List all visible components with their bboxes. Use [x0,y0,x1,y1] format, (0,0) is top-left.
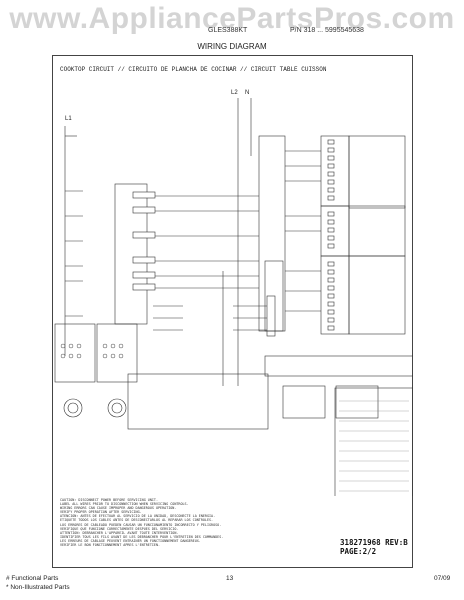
note-line: LES ERREURS DE CABLAGE PEUVENT ENTRAINER… [60,538,201,543]
model-number: GLES388KT [208,27,248,34]
note-line: LOS ERRORES DE CABLEADO PUEDEN CAUSAR UN… [60,522,222,527]
page-indicator: PAGE:2/2 [340,547,377,556]
wiring-diagram: L1 L2 N [54,90,413,496]
note-line: WIRING ERRORS CAN CAUSE IMPROPER AND DAN… [60,506,177,511]
note-line: VERIFIER LE BON FONCTIONNEMENT APRES L'E… [60,543,161,548]
note-line: ATTENTION: DEBRANCHER L'APPAREIL AVANT T… [60,530,179,535]
note-line: IDENTIFIER TOUS LES FILS AVANT DE LES DE… [60,534,224,539]
page-number: 13 [226,575,234,582]
watermark: www.AppliancePartsPros.com [9,2,455,35]
non-illustrated-note: * Non-Illustrated Parts [6,584,70,591]
print-date: 07/09 [434,575,451,582]
caution-notes: CAUTION: DISCONNECT POWER BEFORE SERVICI… [60,498,290,547]
part-number: P/N 318 ... 5995545638 [290,27,364,34]
note-line: CAUTION: DISCONNECT POWER BEFORE SERVICI… [60,498,158,502]
note-line: ETIQUETE TODOS LOS CABLES ANTES DE DESCO… [60,518,214,523]
page-title: WIRING DIAGRAM [197,42,267,51]
note-line: ATENCION: ANTES DE EFECTUAR AL SERVICIO … [60,514,216,519]
l2-label: L2 [231,90,238,96]
revision-number: 318271968 REV:B [340,538,408,547]
note-line: VERIFY PROPER OPERATION AFTER SERVICING. [60,510,142,515]
n-label: N [245,90,249,96]
diagram-sheet [52,55,413,568]
note-line: VERIFIQUE QUE FUNCIONE CORRECTAMENTE DES… [60,526,179,531]
functional-parts-note: # Functional Parts [6,575,59,582]
l1-label: L1 [65,116,72,122]
revision-box: 318271968 REV:B PAGE:2/2 [340,538,408,556]
circuit-title: COOKTOP CIRCUIT // CIRCUITO DE PLANCHA D… [60,66,327,73]
note-line: LABEL ALL WIRES PRIOR TO DISCONNECTION W… [60,502,189,507]
